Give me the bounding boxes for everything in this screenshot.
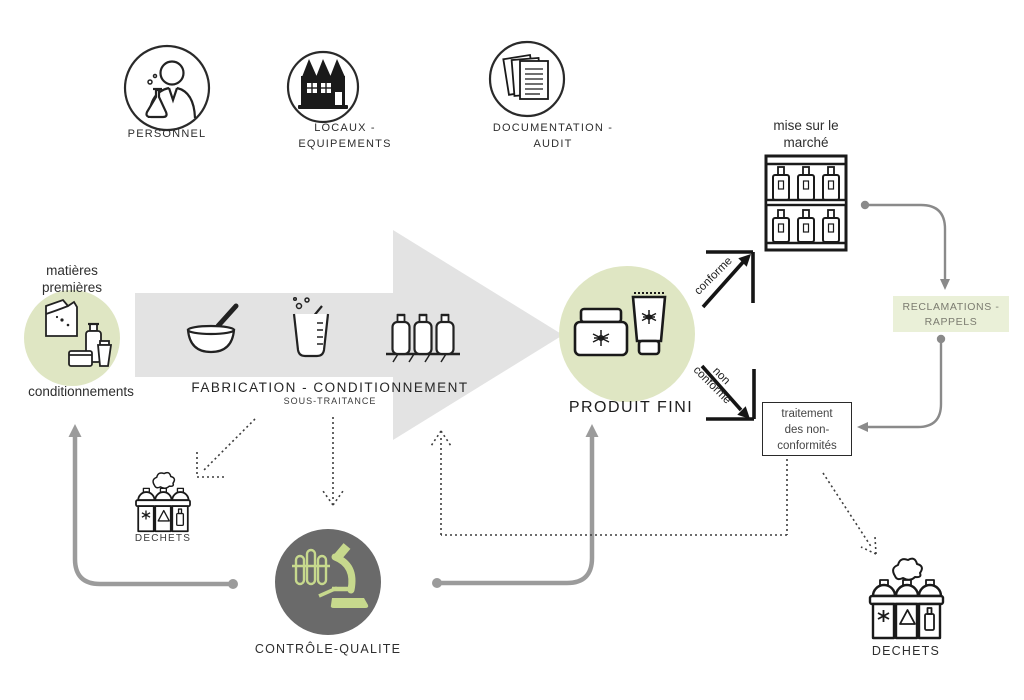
raw-materials-label-line1: matières	[46, 263, 98, 278]
locaux-label-line1: LOCAUX -	[314, 122, 376, 134]
arrow-qc-to-finished-product	[432, 424, 599, 588]
raw-materials-label-line2: premières	[41, 280, 103, 295]
factory-icon	[298, 59, 348, 109]
packaging-bottle-icon	[68, 322, 113, 367]
dotted-arrow-treatment-to-process	[430, 430, 788, 536]
dotted-arrow-process-to-qc	[322, 417, 344, 506]
beaker-icon	[292, 296, 330, 358]
cream-jar-icon	[573, 307, 629, 357]
scientist-icon	[145, 60, 197, 119]
documentation-label-line2: AUDIT	[533, 138, 573, 150]
shelf-icon	[764, 154, 848, 252]
complaints-line1: RECLAMATIONS -	[902, 301, 1000, 313]
tube-icon	[631, 292, 667, 356]
market-label-line1: mise sur le	[773, 118, 839, 133]
waste-right-label: DECHETS	[871, 644, 941, 658]
treatment-line2: des non-	[784, 424, 830, 437]
filling-line-icon	[386, 313, 460, 363]
dotted-arrow-treatment-to-waste-right	[822, 472, 877, 555]
raw-material-bag-icon	[45, 298, 78, 337]
conforme-arrow	[701, 250, 755, 309]
market-label-line2: marché	[783, 135, 829, 150]
process-title: FABRICATION - CONDITIONNEMENT	[191, 380, 469, 395]
waste-bins-icon-right	[868, 557, 945, 640]
quality-control-label: CONTRÔLE-QUALITE	[254, 642, 402, 656]
arrow-complaints-to-treatment	[857, 334, 946, 432]
documentation-label-line1: DOCUMENTATION -	[492, 122, 614, 134]
waste-bins-icon-left	[135, 471, 191, 533]
complaints-box: RECLAMATIONS - RAPPELS	[893, 296, 1009, 332]
mortar-icon	[186, 303, 239, 354]
documents-icon	[502, 54, 549, 100]
treatment-line3: conformités	[777, 440, 837, 453]
personnel-label: PERSONNEL	[127, 128, 207, 140]
process-subtitle: SOUS-TRAITANCE	[283, 396, 377, 406]
conditionnements-label: conditionnements	[28, 384, 134, 399]
dotted-arrow-process-to-waste-left	[196, 418, 256, 478]
non-conforme-arrow	[700, 364, 756, 421]
treatment-line1: traitement	[781, 408, 833, 420]
arrow-qc-to-raw-materials	[68, 424, 238, 589]
microscope-icon	[292, 543, 369, 608]
locaux-label-line2: EQUIPEMENTS	[298, 138, 392, 150]
waste-left-label: DECHETS	[134, 533, 192, 544]
nonconformity-treatment-box: traitement des non- conformités	[762, 402, 852, 456]
arrow-market-to-complaints	[860, 200, 950, 290]
process-flow-arrow	[135, 230, 563, 440]
complaints-line2: RAPPELS	[924, 316, 978, 329]
finished-product-label: PRODUIT FINI	[568, 399, 694, 416]
quality-control-circle	[275, 529, 381, 635]
